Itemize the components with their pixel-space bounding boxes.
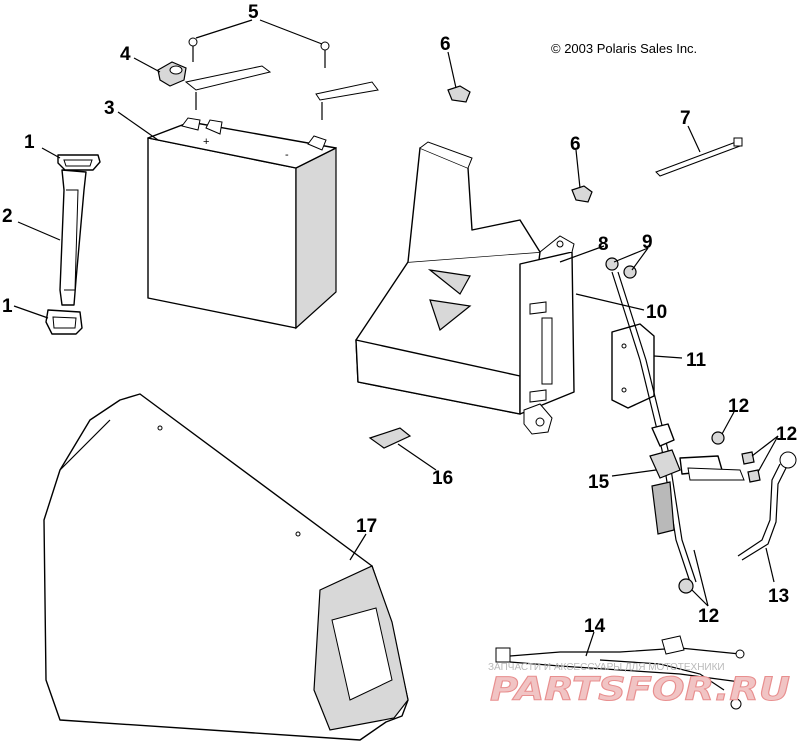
callout-16: 16 <box>432 468 453 489</box>
retaining-clip <box>368 427 412 449</box>
callout-1-top: 1 <box>24 132 35 153</box>
callout-15: 15 <box>588 472 610 493</box>
tray-clip-upper <box>447 85 471 103</box>
callout-4: 4 <box>120 44 131 65</box>
callout-1-bottom: 1 <box>2 296 13 317</box>
wiring-harness <box>495 635 745 710</box>
callout-11: 11 <box>686 350 707 371</box>
watermark-brand: PARTSFOR.RU <box>490 670 790 708</box>
battery-strap <box>45 154 101 335</box>
copyright-notice: © 2003 Polaris Sales Inc. <box>551 41 697 56</box>
callout-17: 17 <box>356 516 377 537</box>
callout-3: 3 <box>104 98 115 119</box>
callout-10: 10 <box>646 302 667 323</box>
callout-12-right: 12 <box>776 424 797 445</box>
battery-negative-mark: - <box>285 149 289 161</box>
battery-positive-mark: + <box>203 136 209 148</box>
callout-12-upper: 12 <box>728 396 749 417</box>
cable-tie <box>655 137 743 177</box>
battery: + - <box>147 117 337 330</box>
battery-tray <box>355 141 575 435</box>
callout-5: 5 <box>248 2 259 23</box>
watermark: ЗАПЧАСТИ И АКСЕССУАРЫ ДЛЯ МОТОТЕХНИКИ PA… <box>488 662 791 709</box>
callout-12-lower: 12 <box>698 606 719 627</box>
callout-labels: 1 2 1 3 4 5 6 6 7 8 9 10 11 12 12 12 13 … <box>2 2 797 637</box>
callout-6-upper: 6 <box>440 34 451 55</box>
tray-nuts <box>605 257 637 279</box>
callout-7: 7 <box>680 108 691 129</box>
battery-cable <box>737 451 797 561</box>
tray-clip-lower <box>571 185 593 203</box>
callout-9: 9 <box>642 232 653 253</box>
watermark-tagline: ЗАПЧАСТИ И АКСЕССУАРЫ ДЛЯ МОТОТЕХНИКИ <box>488 662 725 673</box>
terminal-bolts <box>184 37 379 120</box>
callout-6-lower: 6 <box>570 134 581 155</box>
callout-8: 8 <box>598 234 609 255</box>
callout-13: 13 <box>768 586 789 607</box>
terminal-cap <box>157 61 187 87</box>
mount-bracket <box>611 323 655 409</box>
callout-2: 2 <box>2 206 13 227</box>
leader-lines <box>13 19 779 657</box>
battery-cover <box>43 393 409 741</box>
callout-14: 14 <box>584 616 606 637</box>
fuse-holder-assembly <box>611 271 761 594</box>
